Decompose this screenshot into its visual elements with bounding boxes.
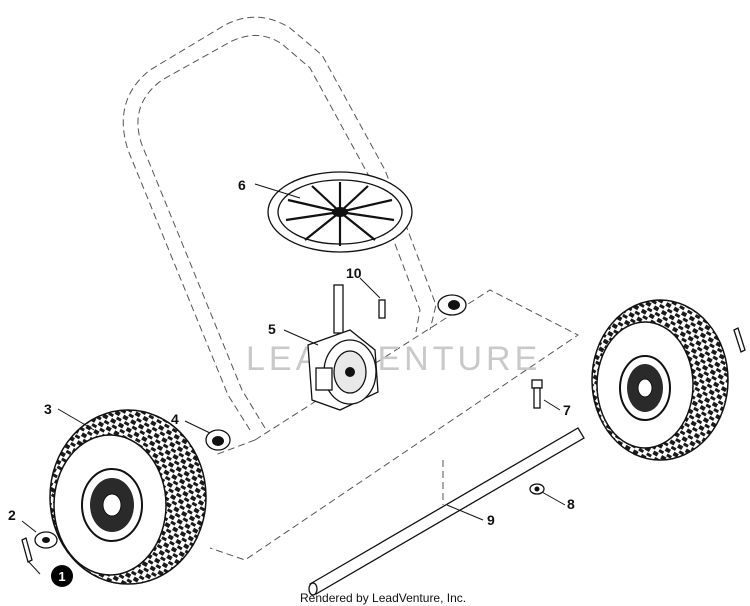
wheel-left <box>49 409 207 585</box>
axle <box>308 427 585 596</box>
callout-1: 1 <box>58 569 65 584</box>
callout-1-badge: 1 <box>51 565 73 587</box>
callout-6: 6 <box>238 177 246 193</box>
axle-frame <box>209 289 579 561</box>
spreader-plate <box>267 171 413 253</box>
footer-credit: Rendered by LeadVenture, Inc. <box>300 591 466 605</box>
wheel-right <box>591 299 729 461</box>
bushing-right <box>437 294 467 316</box>
nut <box>529 483 545 495</box>
hair-pin-clip-right <box>733 327 746 353</box>
callout-4: 4 <box>171 411 179 427</box>
washer <box>34 531 58 549</box>
callout-5: 5 <box>268 321 276 337</box>
callout-10: 10 <box>346 265 362 281</box>
bolt <box>531 379 543 409</box>
callout-2: 2 <box>8 507 16 523</box>
gearbox <box>307 329 379 411</box>
roll-pin <box>378 299 386 319</box>
callout-3: 3 <box>44 401 52 417</box>
callout-8: 8 <box>567 496 575 512</box>
leader-lines <box>21 183 566 575</box>
callout-9: 9 <box>487 512 495 528</box>
hair-pin-clip-left <box>21 537 33 563</box>
callout-7: 7 <box>563 402 571 418</box>
drive-shaft <box>333 284 344 334</box>
watermark: LEADVENTURE <box>246 340 541 378</box>
svg-text:LEADVENTURE: LEADVENTURE <box>246 340 541 378</box>
bushing-left <box>205 429 231 451</box>
handle-frame <box>122 16 437 431</box>
